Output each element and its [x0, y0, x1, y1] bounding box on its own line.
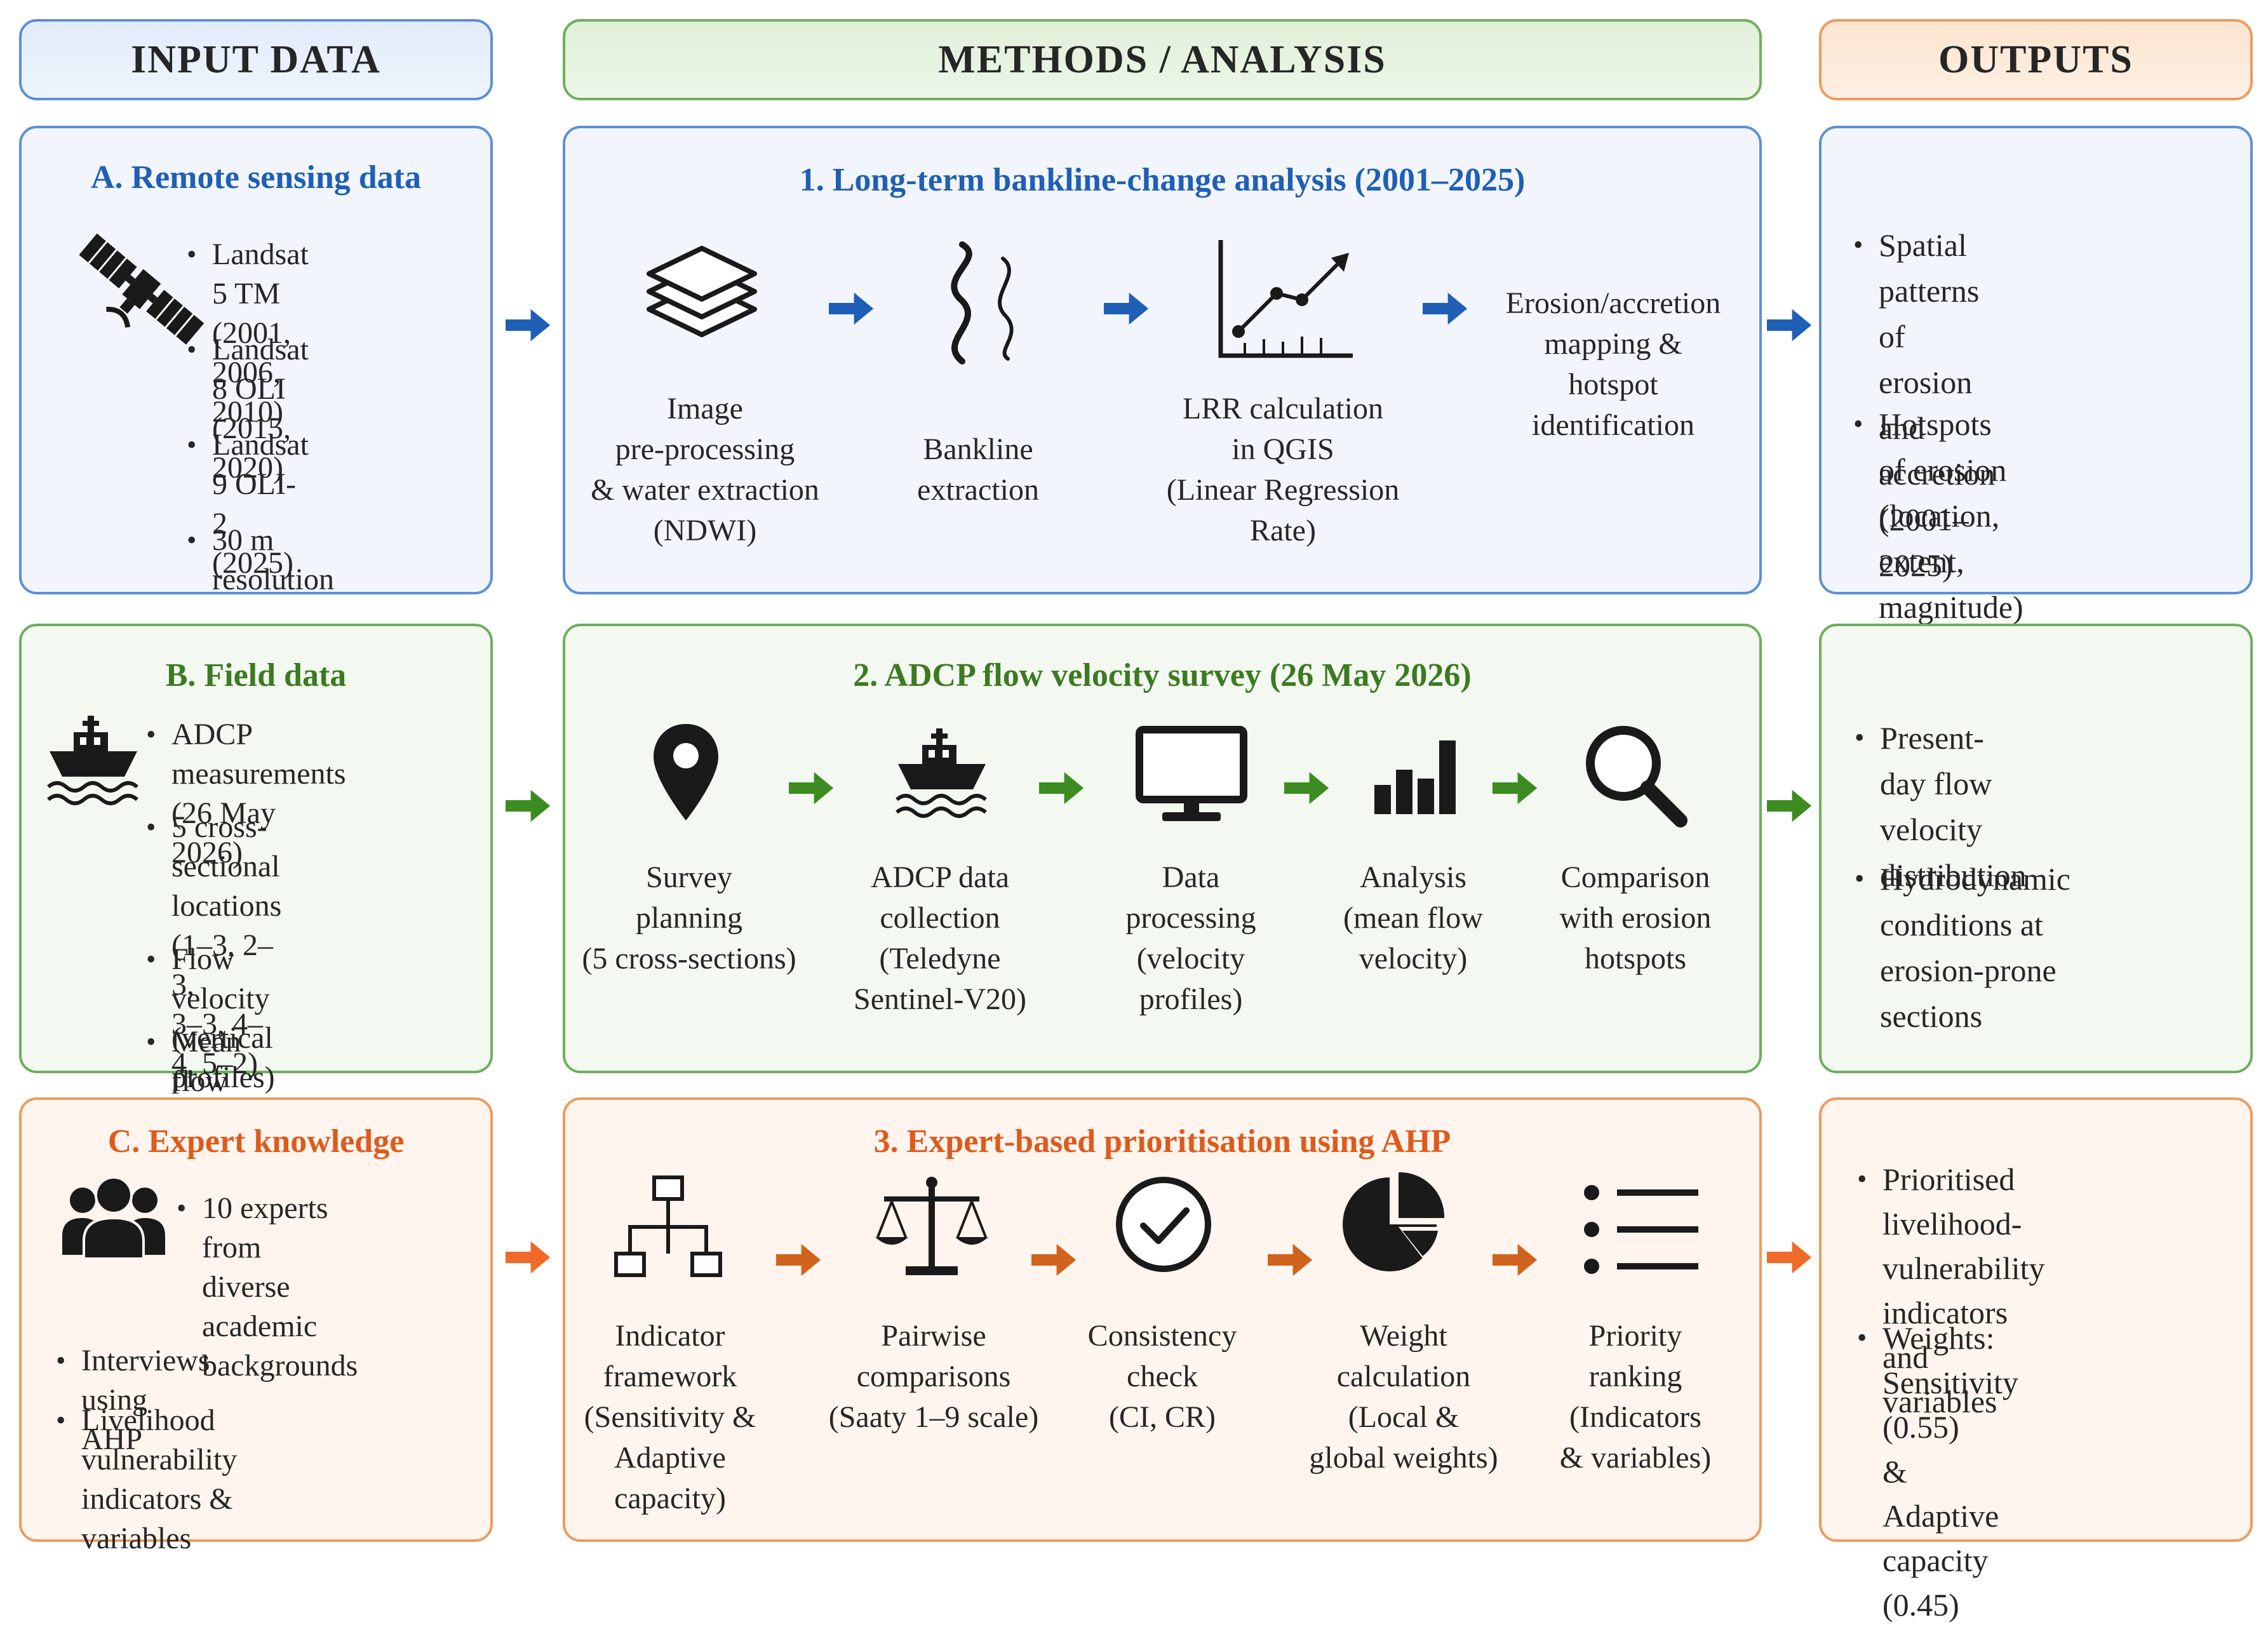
- row1-step-4-label: Erosion/accretion mapping & hotspot iden…: [1505, 286, 1721, 442]
- location-pin-icon: [654, 724, 718, 820]
- header-outputs-label: OUTPUTS: [1938, 37, 2133, 81]
- row1-output-panel: Spatial patterns of erosion and accretio…: [1819, 126, 2253, 625]
- row1-input-title: A. Remote sensing data: [91, 159, 421, 196]
- row3-step-2-label: Pairwise comparisons (Saaty 1–9 scale): [828, 1319, 1039, 1434]
- list-item: 10 experts from diverse academic backgro…: [177, 1189, 358, 1386]
- row1-input-panel: A. Remote sensing data Landsat 5 TM (200…: [19, 126, 493, 596]
- trend-chart-icon: [1218, 240, 1353, 358]
- row3-step-5-label: Priority ranking (Indicators & variables…: [1559, 1319, 1712, 1475]
- row1-step-2-label: Bankline extraction: [917, 432, 1039, 507]
- magnifier-icon: [1586, 726, 1688, 827]
- arrow-icon: [506, 789, 551, 823]
- boat-icon: [47, 716, 138, 805]
- arrow-icon: [789, 771, 835, 805]
- list-item: 30 m resolution: [187, 521, 334, 599]
- people-icon: [62, 1176, 165, 1260]
- monitor-icon: [1136, 726, 1247, 821]
- header-methods: METHODS / ANALYSIS: [563, 19, 1762, 100]
- row2-step-2-label: ADCP data collection (Teledyne Sentinel-…: [854, 860, 1026, 1016]
- check-circle-icon: [1116, 1177, 1211, 1272]
- arrow-icon: [1031, 1243, 1077, 1277]
- hierarchy-icon: [614, 1175, 722, 1277]
- arrow-icon: [1039, 771, 1085, 805]
- header-input-label: INPUT DATA: [131, 37, 381, 81]
- row2-method-panel: 2. ADCP flow velocity survey (26 May 202…: [563, 624, 1762, 1073]
- arrow-icon: [829, 291, 875, 326]
- list-item: Hotspots of erosion (location, extent, m…: [1853, 401, 2023, 630]
- row2-step-5-label: Comparison with erosion hotspots: [1559, 860, 1712, 975]
- list-icon: [1584, 1185, 1698, 1274]
- arrow-icon: [1284, 771, 1330, 805]
- header-methods-label: METHODS / ANALYSIS: [938, 37, 1386, 81]
- row3-input-title: C. Expert knowledge: [107, 1123, 405, 1160]
- layers-icon: [647, 246, 757, 337]
- arrow-icon: [506, 1240, 551, 1275]
- row3-step-4-label: Weight calculation (Local & global weigh…: [1309, 1319, 1498, 1475]
- row1-step-1-label: Image pre-processing & water extraction …: [591, 392, 819, 547]
- row3-step-1-label: Indicator framework (Sensitivity & Adapt…: [584, 1319, 756, 1515]
- bar-chart-icon: [1374, 740, 1456, 814]
- row3-output-panel: Prioritised livelihood- vulnerability in…: [1819, 1097, 2253, 1623]
- row2-method-title: 2. ADCP flow velocity survey (26 May 202…: [853, 657, 1472, 693]
- row3-method-title: 3. Expert-based prioritisation using AHP: [873, 1123, 1451, 1160]
- row2-input-title: B. Field data: [165, 657, 347, 693]
- pie-chart-icon: [1343, 1172, 1445, 1271]
- scale-icon: [875, 1177, 988, 1275]
- arrow-icon: [1423, 291, 1468, 326]
- list-item: Livelihood vulnerability indicators & va…: [56, 1401, 237, 1558]
- row2-step-1-label: Survey planning (5 cross-sections): [582, 860, 796, 975]
- row2-step-4-label: Analysis (mean flow velocity): [1343, 860, 1483, 975]
- list-item: Weights: Sensitivity (0.55) & Adaptive c…: [1857, 1316, 2018, 1627]
- arrow-icon: [1767, 308, 1813, 342]
- arrow-icon: [776, 1243, 822, 1277]
- arrow-icon: [1767, 1240, 1813, 1275]
- row3-input-panel: C. Expert knowledge 10 experts from dive…: [19, 1097, 493, 1555]
- bankline-icon: [951, 241, 1014, 365]
- list-item: Hydrodynamic conditions at erosion-prone…: [1855, 856, 2070, 1039]
- header-input-data: INPUT DATA: [19, 19, 493, 100]
- row2-input-panel: B. Field data ADCP measurements (26 May …: [19, 624, 493, 1137]
- row2-step-3-label: Data processing (velocity profiles): [1125, 860, 1256, 1016]
- header-outputs: OUTPUTS: [1819, 19, 2253, 100]
- row3-step-3-label: Consistency check (CI, CR): [1087, 1319, 1237, 1434]
- boat-icon: [896, 728, 987, 818]
- arrow-icon: [1104, 291, 1150, 326]
- arrow-icon: [506, 308, 551, 342]
- arrow-icon: [1767, 789, 1813, 823]
- row1-step-3-label: LRR calculation in QGIS (Linear Regressi…: [1166, 392, 1400, 547]
- arrow-icon: [1493, 771, 1538, 805]
- arrow-icon: [1493, 1243, 1538, 1277]
- row1-method-title: 1. Long-term bankline-change analysis (2…: [799, 162, 1526, 198]
- row1-method-panel: 1. Long-term bankline-change analysis (2…: [563, 126, 1762, 594]
- arrow-icon: [1268, 1243, 1313, 1277]
- row2-output-panel: Present-day flow velocity distribution H…: [1819, 624, 2253, 1073]
- row3-method-panel: 3. Expert-based prioritisation using AHP…: [563, 1097, 1762, 1542]
